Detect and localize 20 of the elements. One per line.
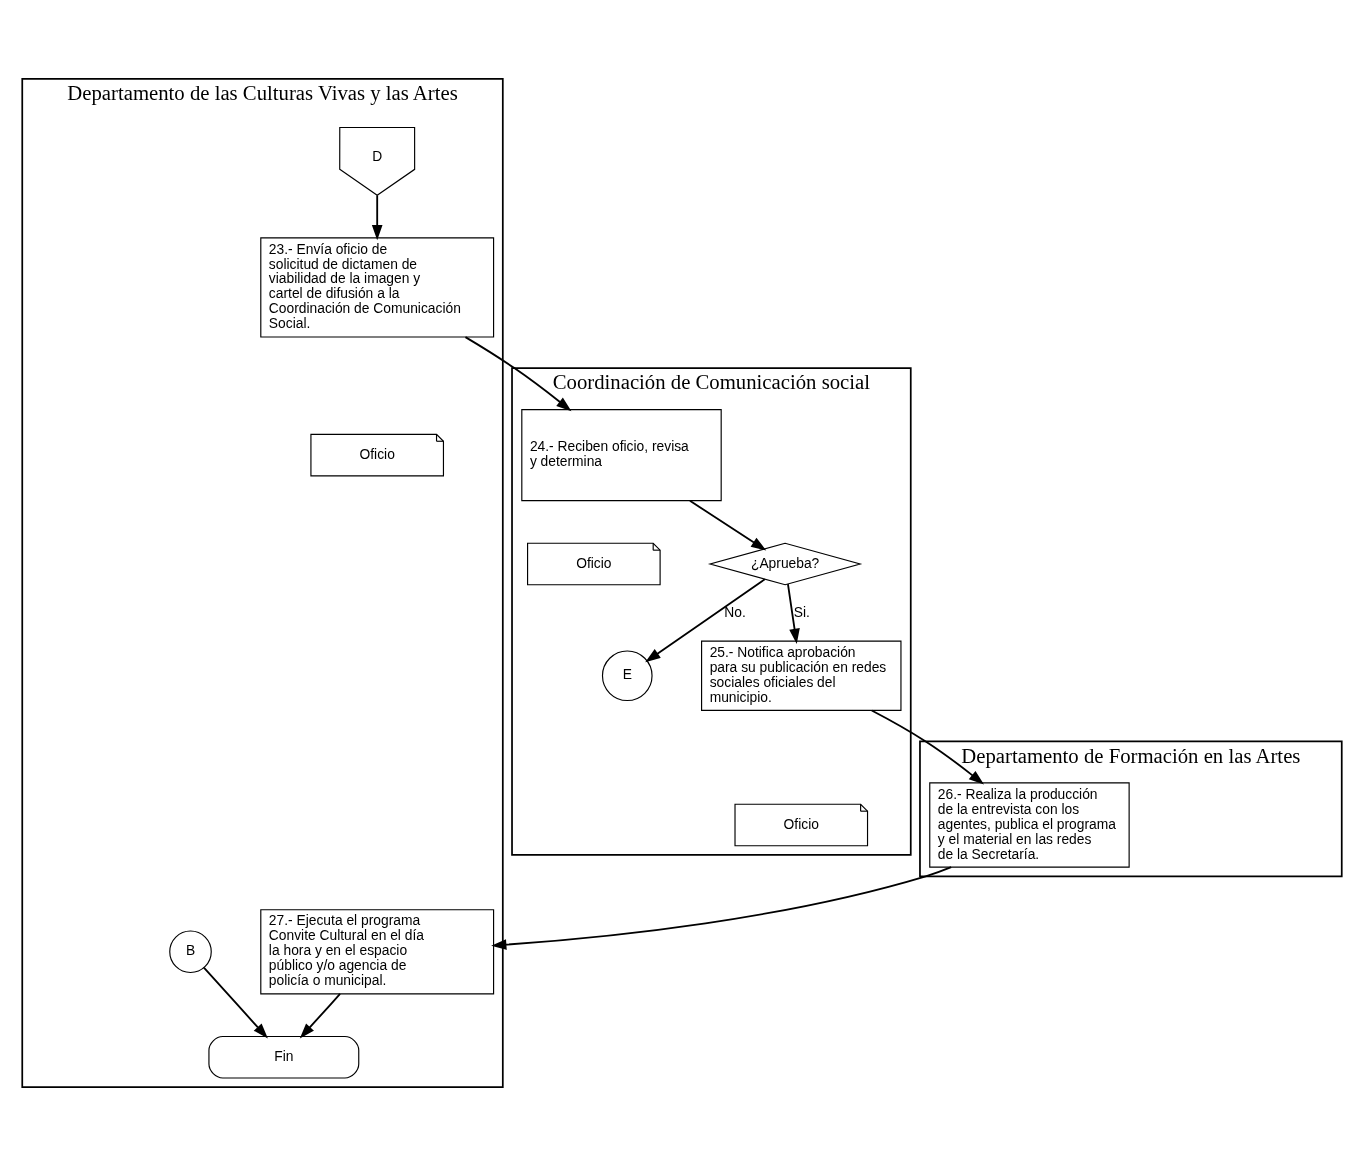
node-diamond: ¿Aprueba?	[707, 542, 863, 585]
node-box: 23.- Envía oficio de solicitud de dictamen de viabilidad de la imagen y cartel de difusión a la Coordinación de Comunicación Social.	[260, 236, 495, 338]
edge-label: Si.	[793, 603, 810, 620]
arrow	[491, 865, 953, 950]
node-circle: B	[169, 929, 212, 973]
node-box: 24.- Reciben oficio, revisa y determina	[521, 408, 722, 501]
arrow	[371, 194, 383, 240]
arrow	[464, 335, 572, 411]
node-box: 27.- Ejecuta el programa Convite Cultural en el día la hora y en el espacio público y/o agencia de policía o municipal.	[260, 908, 495, 994]
arrow	[645, 577, 766, 662]
edge-label: No.	[724, 603, 746, 620]
arrow	[689, 499, 767, 551]
node-box: Fin	[208, 1035, 360, 1079]
arrow	[870, 709, 984, 785]
arrow	[202, 966, 268, 1038]
node-box: 25.- Notifica aprobación para su publicación en redes sociales oficiales del municipio.	[701, 640, 902, 711]
arrow	[787, 582, 800, 644]
node-circle: E	[601, 649, 653, 701]
arrow	[299, 992, 341, 1038]
node-box: 26.- Realiza la producción de la entrevista con los agentes, publica el programa y el material en las redes de la Secretaría.	[929, 781, 1130, 868]
